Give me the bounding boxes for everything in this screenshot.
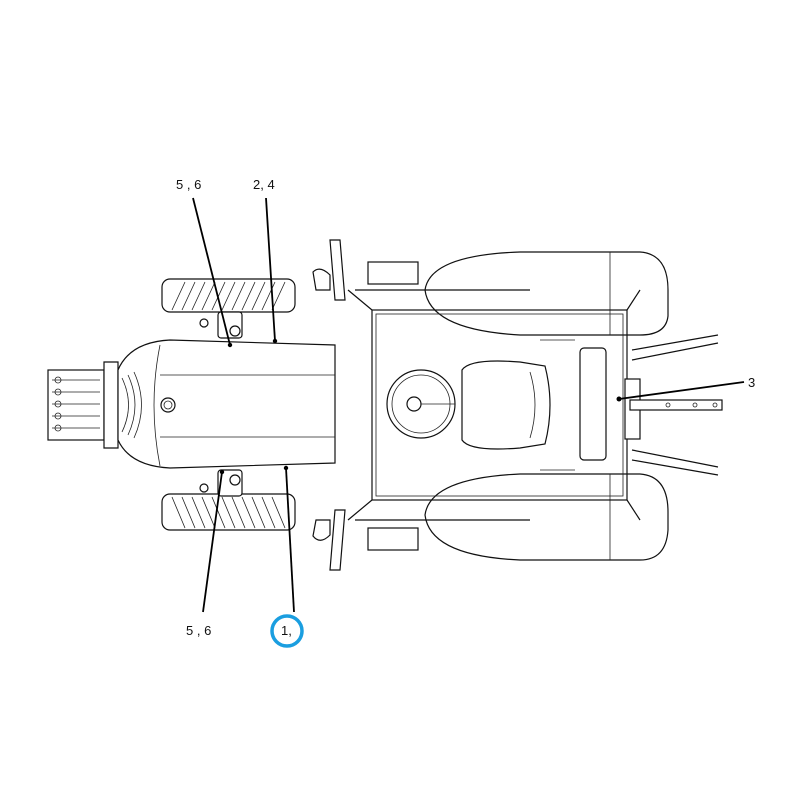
leader-5-6-bottom [202,471,223,613]
callout-1: 1, [281,623,292,638]
callout-3: 3 [748,375,756,390]
rear-hitch [624,334,723,476]
front-axle-parts [199,311,243,497]
callout-5-6-bottom: 5 , 6 [186,623,212,638]
cab [312,239,641,571]
front-wheel-bottom [161,493,296,531]
leader-2-4 [265,197,276,342]
leader-1 [285,467,295,613]
callout-2-4: 2, 4 [253,177,275,192]
front-weights [47,361,119,449]
highlight-circle [270,614,304,648]
leader-3 [618,381,745,400]
leader-5-6-top [192,197,231,346]
rear-wheel-top [424,251,669,336]
front-wheel-top [161,278,296,313]
rear-wheel-bottom [424,473,669,561]
callout-5-6-top: 5 , 6 [176,177,202,192]
hood [117,339,336,469]
